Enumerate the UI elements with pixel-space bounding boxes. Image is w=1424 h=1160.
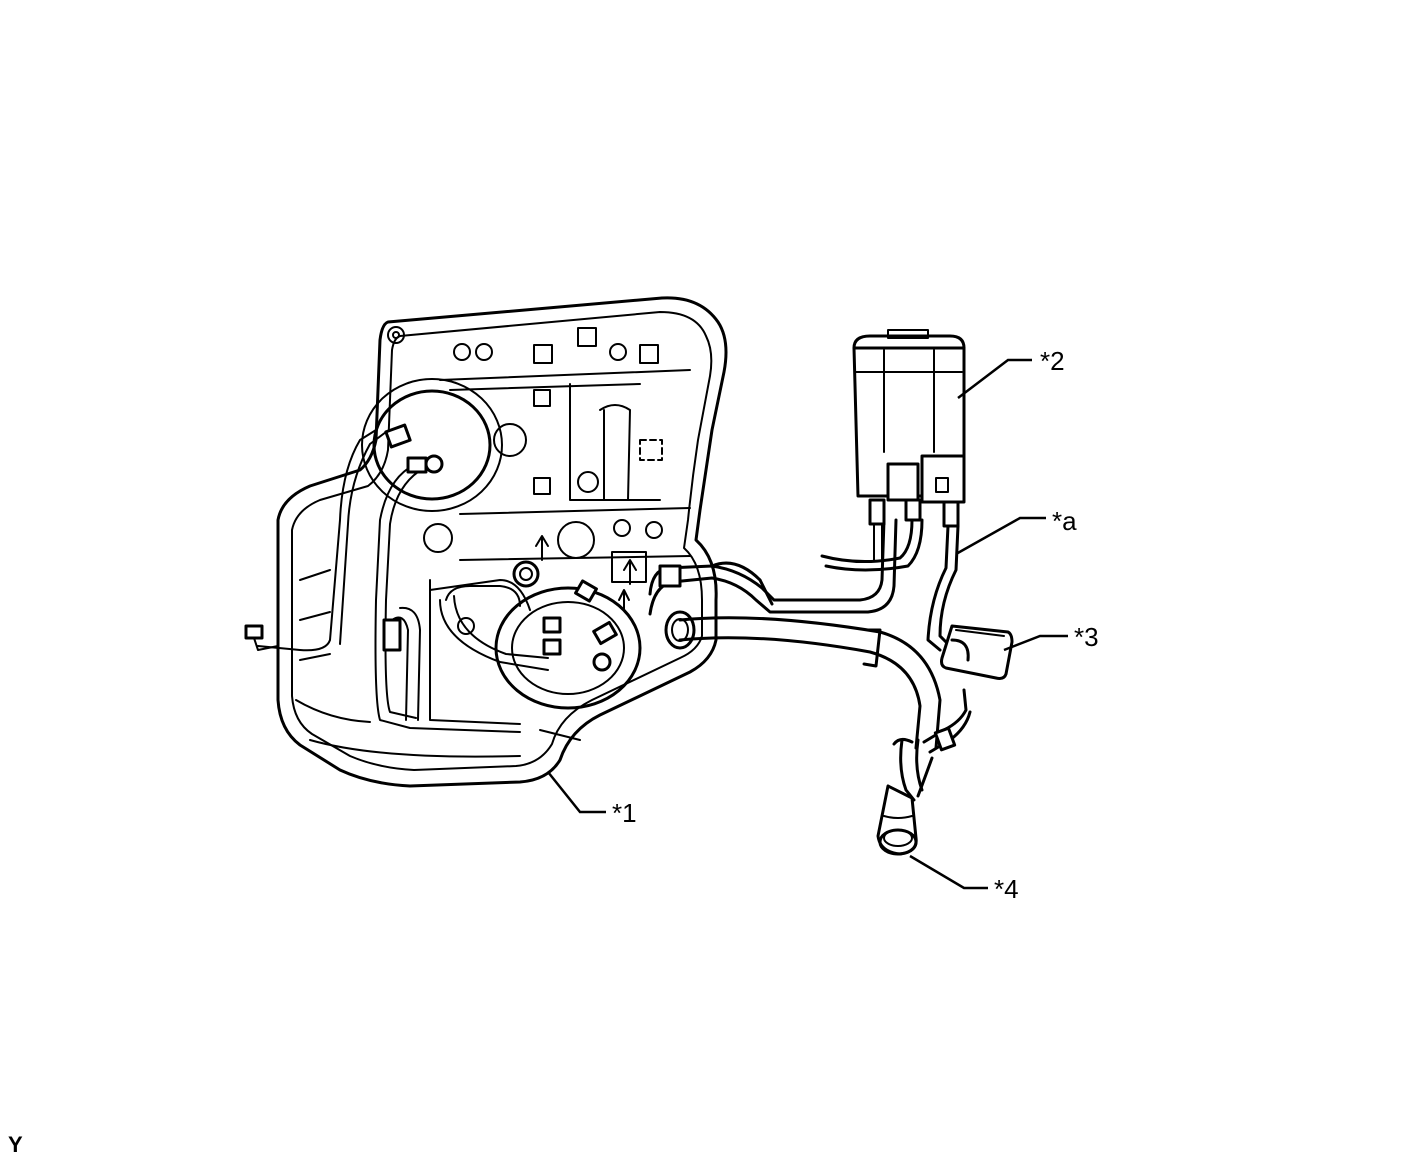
leader-hose-a bbox=[955, 516, 1046, 556]
leader-lines bbox=[547, 358, 1068, 890]
callout-filter: *3 bbox=[1074, 622, 1099, 652]
callout-canister: *2 bbox=[1040, 346, 1065, 376]
corner-code: Y bbox=[8, 1132, 23, 1157]
canister bbox=[852, 329, 966, 561]
filter bbox=[940, 624, 1014, 680]
callout-hose-a: *a bbox=[1052, 506, 1077, 536]
leader-inlet bbox=[909, 854, 988, 890]
vent-hose-a bbox=[926, 524, 960, 652]
callout-fuel-tank: *1 bbox=[612, 798, 637, 828]
fuel-tank bbox=[244, 296, 728, 788]
leader-fuel-tank bbox=[547, 771, 606, 814]
callout-inlet: *4 bbox=[994, 874, 1019, 904]
leader-canister bbox=[957, 358, 1032, 399]
leader-filter bbox=[1003, 634, 1068, 652]
fuel-hoses bbox=[648, 518, 942, 750]
fuel-inlet bbox=[876, 688, 972, 856]
